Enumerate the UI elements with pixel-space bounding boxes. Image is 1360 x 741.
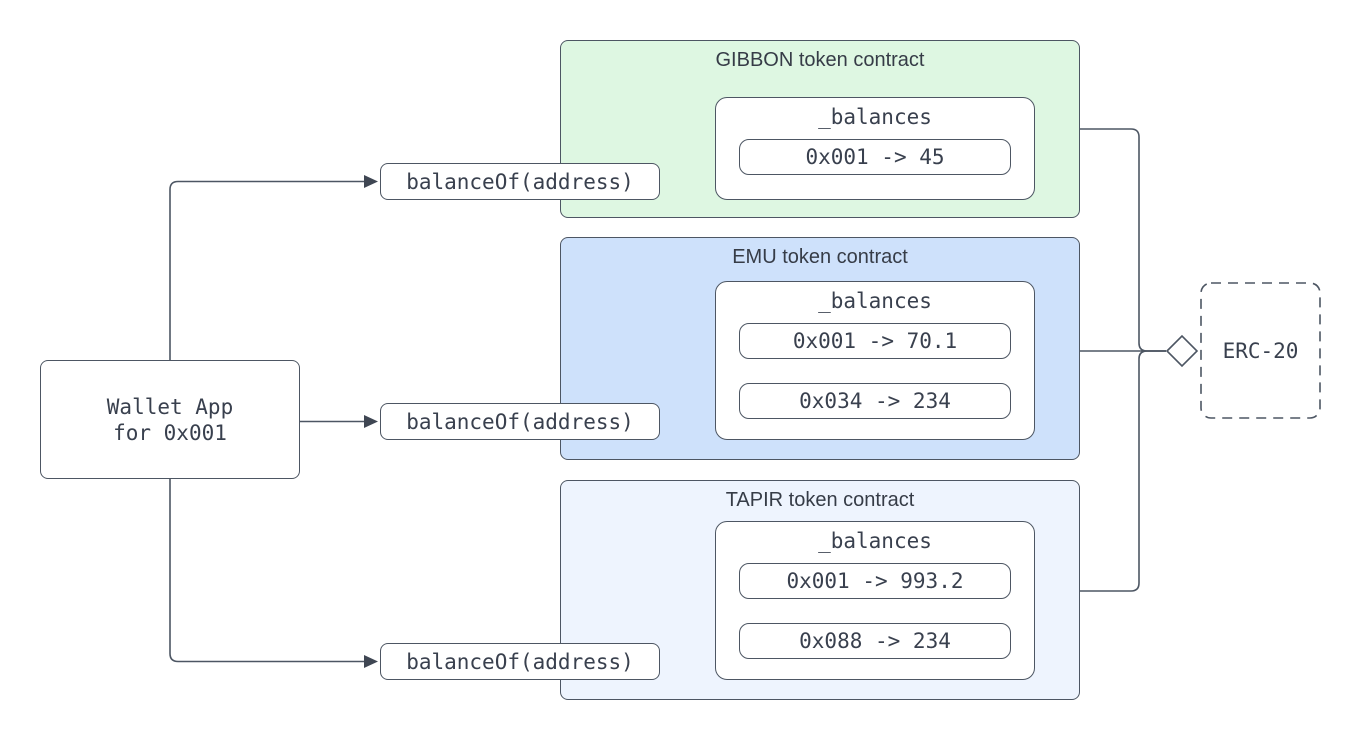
balance-entry: 0x001 -> 70.1	[739, 323, 1011, 359]
erc20-interface-box	[1200, 282, 1321, 419]
wallet-app-node: Wallet App for 0x001	[40, 360, 300, 479]
emu-balances-map-node: _balances 0x001 -> 70.1 0x034 -> 234	[715, 281, 1035, 440]
arrowhead-icon	[364, 415, 378, 428]
wallet-label-line1: Wallet App	[106, 394, 234, 419]
balance-entry: 0x001 -> 45	[739, 139, 1011, 175]
balance-entry: 0x001 -> 993.2	[739, 563, 1011, 599]
wallet-to-tapir-connector	[169, 479, 365, 663]
arrowhead-icon	[364, 655, 378, 668]
balance-entry: 0x034 -> 234	[739, 383, 1011, 419]
gibbon-balances-map-node: _balances 0x001 -> 45	[715, 97, 1035, 200]
wallet-to-gibbon-connector	[169, 180, 365, 360]
wallet-label-line2: for 0x001	[113, 420, 227, 445]
erc20-interface-label: ERC-20	[1222, 338, 1299, 363]
balance-entry: 0x088 -> 234	[739, 623, 1011, 659]
gibbon-to-erc20-connector	[1080, 128, 1166, 352]
contract-title: GIBBON token contract	[715, 49, 925, 71]
balanceof-method-node-tapir: balanceOf(address)	[380, 643, 660, 680]
balances-label: _balances	[818, 289, 932, 313]
balances-label: _balances	[818, 105, 932, 129]
contract-title: TAPIR token contract	[725, 489, 915, 511]
arrowhead-icon	[364, 175, 378, 188]
contract-title: EMU token contract	[732, 246, 908, 268]
balanceof-method-node-emu: balanceOf(address)	[380, 403, 660, 440]
tapir-balances-map-node: _balances 0x001 -> 993.2 0x088 -> 234	[715, 521, 1035, 680]
balances-label: _balances	[818, 529, 932, 553]
tapir-to-erc20-connector	[1080, 350, 1166, 592]
balanceof-method-node-gibbon: balanceOf(address)	[380, 163, 660, 200]
diamond-icon	[1165, 334, 1199, 368]
